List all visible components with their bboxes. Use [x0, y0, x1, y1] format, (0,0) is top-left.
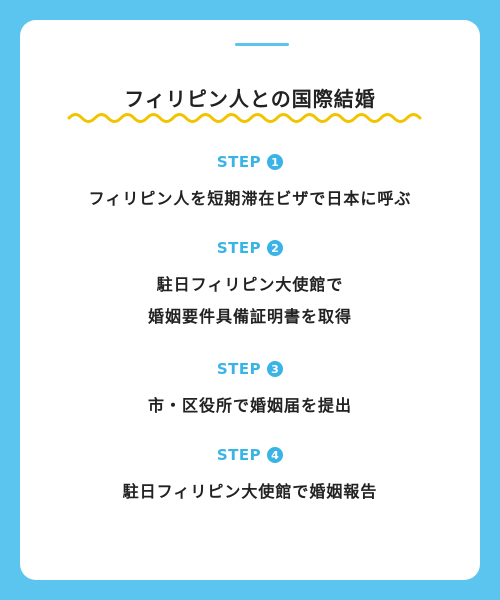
step-1: STEP 1 フィリピン人を短期滞在ビザで日本に呼ぶ	[20, 152, 480, 215]
step-2-line-2: 婚姻要件具備証明書を取得	[147, 307, 352, 326]
step-3-line-1: 市・区役所で婚姻届を提出	[147, 396, 352, 415]
top-accent-bar	[235, 43, 289, 46]
step-3-label-group: STEP 3	[216, 360, 284, 378]
step-3-label: STEP	[216, 360, 262, 378]
step-4-label: STEP	[216, 446, 262, 464]
step-4-label-group: STEP 4	[216, 446, 284, 464]
step-4-number-badge: 4	[267, 447, 284, 463]
step-3: STEP 3 市・区役所で婚姻届を提出	[20, 359, 480, 422]
step-1-number-badge: 1	[267, 154, 284, 170]
step-2-number-badge: 2	[267, 240, 284, 256]
step-2: STEP 2 駐日フィリピン大使館で 婚姻要件具備証明書を取得	[20, 238, 480, 333]
step-3-description: 市・区役所で婚姻届を提出	[20, 390, 480, 422]
step-1-line-1: フィリピン人を短期滞在ビザで日本に呼ぶ	[88, 189, 412, 208]
step-2-description: 駐日フィリピン大使館で 婚姻要件具備証明書を取得	[20, 269, 480, 333]
step-4-description: 駐日フィリピン大使館で婚姻報告	[20, 476, 480, 508]
page-title: フィリピン人との国際結婚	[124, 87, 376, 111]
step-3-number-badge: 3	[267, 361, 284, 377]
step-4-line-1: 駐日フィリピン大使館で婚姻報告	[122, 482, 378, 501]
content-card: フィリピン人との国際結婚 STEP 1 フィリピン人を短期滞在ビザで日本に呼ぶ …	[20, 20, 480, 580]
step-2-label: STEP	[216, 239, 262, 257]
step-1-label: STEP	[216, 153, 262, 171]
step-1-description: フィリピン人を短期滞在ビザで日本に呼ぶ	[20, 183, 480, 215]
step-2-line-1: 駐日フィリピン大使館で	[156, 275, 344, 294]
step-4: STEP 4 駐日フィリピン大使館で婚姻報告	[20, 445, 480, 508]
step-1-label-group: STEP 1	[216, 153, 284, 171]
step-2-label-group: STEP 2	[216, 239, 284, 257]
wavy-underline	[67, 113, 422, 123]
